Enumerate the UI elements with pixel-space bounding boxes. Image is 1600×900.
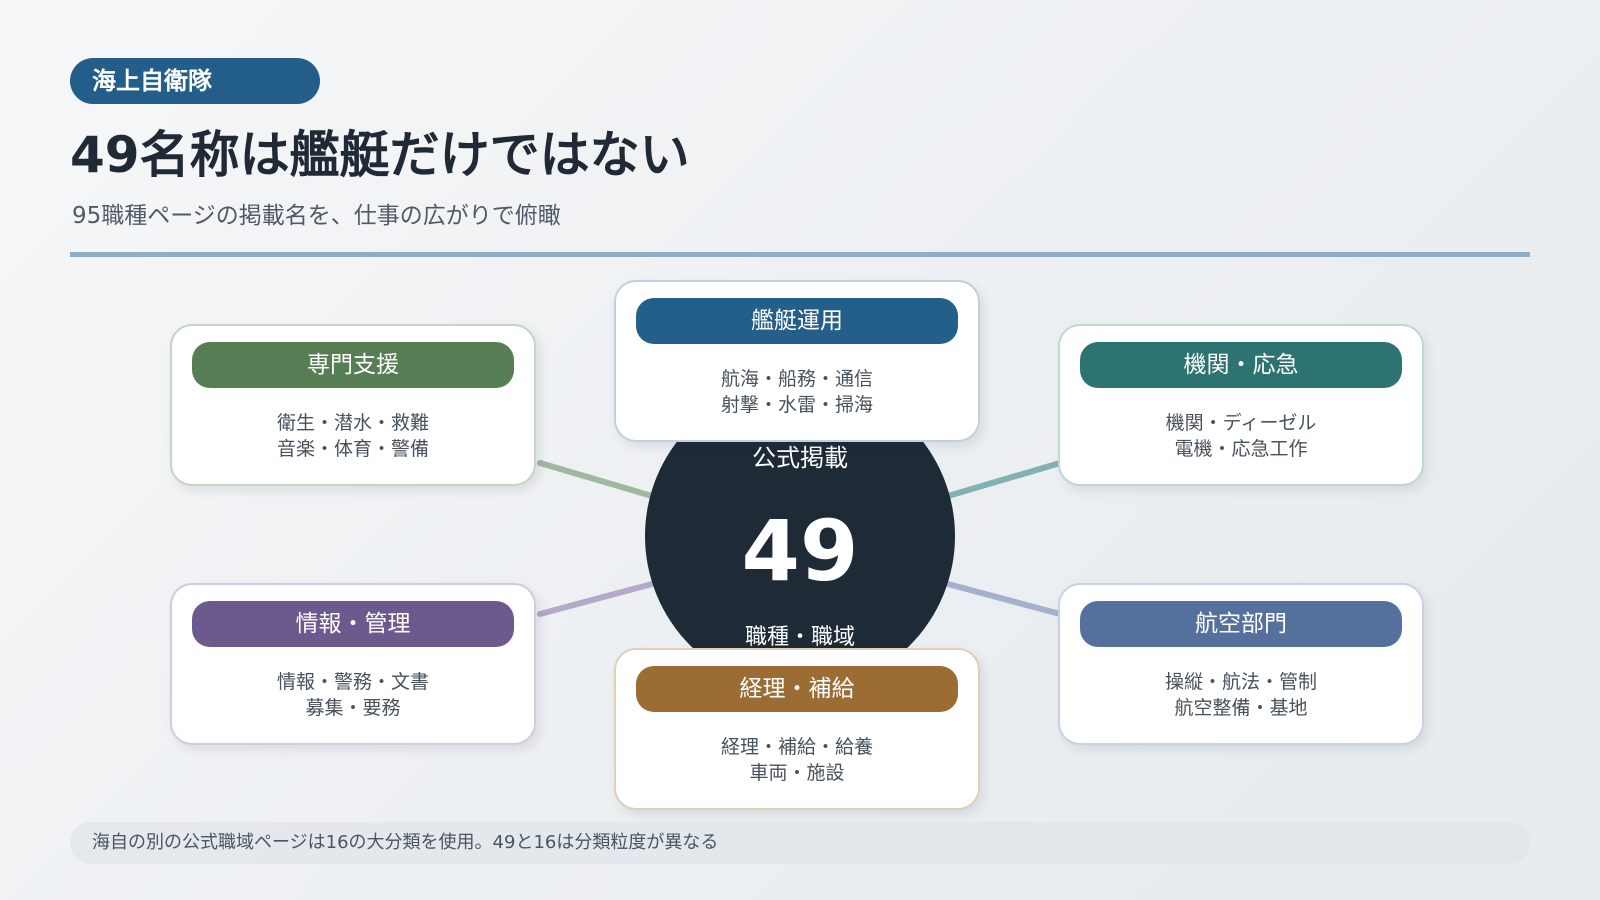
- card-item-line: 車両・施設: [749, 762, 845, 784]
- card-heading: 艦艇運用: [636, 298, 958, 344]
- page-subtitle: 95職種ページの掲載名を、仕事の広がりで俯瞰: [72, 203, 561, 229]
- card-items: 経理・補給・給養 車両・施設: [616, 734, 978, 786]
- card-item-line: 募集・要務: [305, 697, 401, 719]
- card-aviation: 航空部門 操縦・航法・管制 航空整備・基地: [1058, 583, 1424, 745]
- card-item-line: 航空整備・基地: [1174, 697, 1308, 719]
- card-item-line: 衛生・潜水・救難: [276, 412, 429, 434]
- card-ship-operations: 艦艇運用 航海・船務・通信 射撃・水雷・掃海: [614, 280, 980, 442]
- card-heading: 航空部門: [1080, 601, 1402, 647]
- card-item-line: 射撃・水雷・掃海: [720, 394, 873, 416]
- card-item-line: 機関・ディーゼル: [1165, 412, 1317, 434]
- card-items: 衛生・潜水・救難 音楽・体育・警備: [172, 410, 534, 462]
- connector-specialist-support: [537, 460, 655, 499]
- card-specialist-support: 専門支援 衛生・潜水・救難 音楽・体育・警備: [170, 324, 536, 486]
- hub-bottom-label: 職種・職域: [744, 625, 855, 650]
- hub-count: 49: [741, 502, 859, 600]
- card-engineering-damage-control: 機関・応急 機関・ディーゼル 電機・応急工作: [1058, 324, 1424, 486]
- card-item-line: 操縦・航法・管制: [1164, 671, 1317, 693]
- card-items: 航海・船務・通信 射撃・水雷・掃海: [616, 366, 978, 418]
- card-items: 機関・ディーゼル 電機・応急工作: [1060, 410, 1422, 462]
- card-item-line: 音楽・体育・警備: [276, 438, 429, 460]
- page-title: 49名称は艦艇だけではない: [70, 126, 690, 184]
- card-items: 情報・警務・文書 募集・要務: [172, 669, 534, 721]
- card-item-line: 経理・補給・給養: [720, 736, 873, 758]
- footnote: 海自の別の公式職域ページは16の大分類を使用。49と16は分類粒度が異なる: [70, 822, 1530, 864]
- card-item-line: 情報・警務・文書: [276, 671, 429, 693]
- hub-top-label: 公式掲載: [752, 444, 848, 472]
- card-heading: 機関・応急: [1080, 342, 1402, 388]
- card-accounting-supply: 経理・補給 経理・補給・給養 車両・施設: [614, 648, 980, 810]
- card-heading: 経理・補給: [636, 666, 958, 712]
- card-information-management: 情報・管理 情報・警務・文書 募集・要務: [170, 583, 536, 745]
- card-item-line: 航海・船務・通信: [720, 368, 873, 390]
- card-heading: 情報・管理: [192, 601, 514, 647]
- organization-tag: 海上自衛隊: [70, 58, 320, 104]
- header-divider: [70, 252, 1530, 257]
- connector-engineering: [945, 460, 1063, 499]
- connector-aviation: [945, 581, 1063, 617]
- card-heading: 専門支援: [192, 342, 514, 388]
- card-item-line: 電機・応急工作: [1174, 438, 1308, 460]
- connector-information: [537, 581, 655, 617]
- card-items: 操縦・航法・管制 航空整備・基地: [1060, 669, 1422, 721]
